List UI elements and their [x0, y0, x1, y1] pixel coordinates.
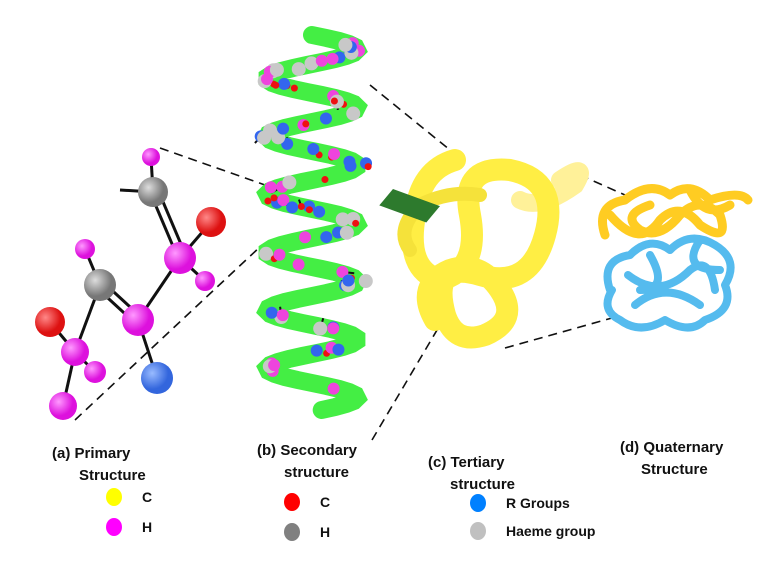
legend-primary-c: C — [106, 488, 152, 506]
legend-secondary-c: C — [284, 493, 330, 511]
helix-atom — [265, 181, 277, 193]
yellow-dot-icon — [106, 488, 122, 506]
label-line2: structure — [257, 462, 357, 484]
label-line1: (d) Quaternary — [620, 437, 723, 459]
panel-label-quaternary: (d) Quaternary Structure — [620, 437, 723, 481]
helix-atom — [320, 231, 332, 243]
helix-atom — [365, 163, 372, 170]
helix-atom — [338, 38, 352, 52]
helix-atom — [272, 82, 279, 89]
helix-atom — [299, 231, 311, 243]
label-line1: (c) Tertiary — [428, 452, 515, 474]
helix-atom — [293, 259, 305, 271]
legend-label: R Groups — [506, 495, 570, 511]
helix-atom — [342, 274, 354, 286]
tertiary-marker-label: C — [485, 232, 492, 243]
helix-atom — [292, 62, 306, 76]
helix-atom — [307, 143, 319, 155]
secondary-alpha-helix — [255, 35, 373, 410]
helix-atom — [277, 123, 289, 135]
helix-atom — [331, 98, 338, 105]
helix-atom — [332, 344, 344, 356]
helix-atom — [346, 107, 360, 121]
helix-atom — [266, 307, 278, 319]
helix-atom — [340, 226, 354, 240]
quaternary-structure — [603, 189, 749, 328]
gray-dot-icon — [284, 523, 300, 541]
helix-atom — [298, 203, 305, 210]
helix-atom — [271, 194, 278, 201]
helix-atom — [268, 359, 280, 371]
helix-atom — [291, 85, 298, 92]
helix-atom — [359, 274, 373, 288]
helix-atom — [270, 63, 284, 77]
helix-atom — [327, 53, 339, 65]
legend-label: H — [320, 524, 330, 540]
legend-label: Haeme group — [506, 523, 595, 539]
helix-atom — [263, 123, 277, 137]
label-line1: (b) Secondary — [257, 440, 357, 462]
red-dot-icon — [284, 493, 300, 511]
helix-atom — [264, 198, 271, 205]
panel-label-tertiary: (c) Tertiary structure — [428, 452, 515, 496]
helix-atom — [261, 73, 273, 85]
legend-label: C — [142, 489, 152, 505]
light-gray-dot-icon — [470, 522, 486, 540]
helix-atom — [336, 212, 350, 226]
helix-atom — [313, 322, 327, 336]
panel-label-primary: (a) Primary Structure — [52, 443, 146, 487]
legend-tertiary-r-groups: R Groups — [470, 494, 570, 512]
legend-label: C — [320, 494, 330, 510]
helix-atom — [311, 345, 323, 357]
label-line2: Structure — [620, 459, 723, 481]
blue-dot-icon — [470, 494, 486, 512]
helix-atom — [328, 148, 340, 160]
helix-atom — [343, 156, 355, 168]
magenta-dot-icon — [106, 518, 122, 536]
panel-label-secondary: (b) Secondary structure — [257, 440, 357, 484]
legend-secondary-h: H — [284, 523, 330, 541]
helix-atom — [352, 220, 359, 227]
legend-primary-h: H — [106, 518, 152, 536]
helix-atom — [286, 201, 298, 213]
helix-atom — [327, 322, 339, 334]
helix-atom — [278, 78, 290, 90]
label-line2: Structure — [52, 465, 146, 487]
primary-structure-molecule — [35, 148, 226, 420]
legend-label: H — [142, 519, 152, 535]
tertiary-structure: C — [379, 160, 580, 338]
label-line1: (a) Primary — [52, 443, 146, 465]
legend-tertiary-haeme: Haeme group — [470, 522, 595, 540]
helix-atom — [277, 309, 289, 321]
helix-atom — [282, 175, 296, 189]
helix-atom — [302, 120, 309, 127]
label-line2: structure — [428, 474, 515, 496]
helix-atom — [273, 249, 285, 261]
helix-atom — [328, 383, 340, 395]
helix-atom — [316, 55, 328, 67]
helix-atom — [320, 113, 332, 125]
helix-atom — [306, 206, 313, 213]
helix-atom — [321, 176, 328, 183]
